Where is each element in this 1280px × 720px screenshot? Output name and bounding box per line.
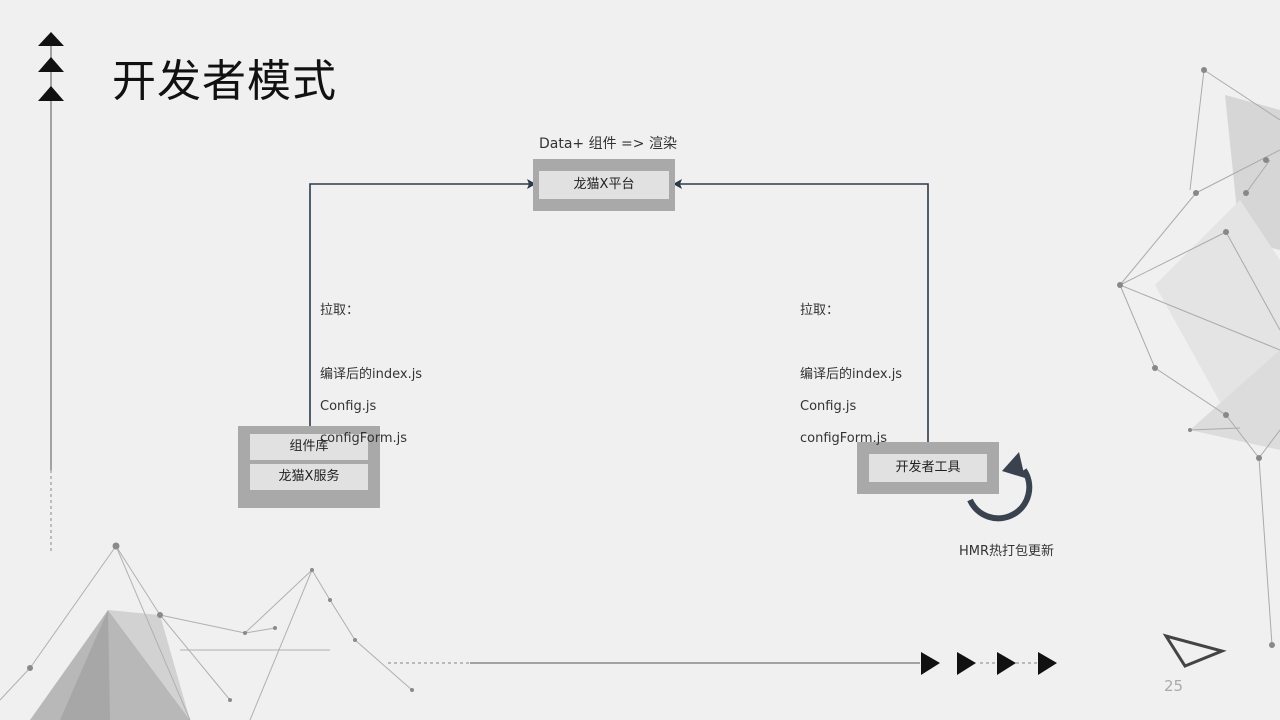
right-pull-note: 拉取： 编译后的index.js Config.js configForm.js — [800, 287, 902, 463]
note-file: 编译后的index.js — [800, 367, 902, 383]
right-arrow-icon — [1038, 652, 1057, 675]
platform-label: 龙猫X平台 — [539, 171, 669, 199]
right-arrow-icon — [997, 652, 1016, 675]
low-poly-network-right — [1117, 67, 1280, 648]
note-heading: 拉取： — [800, 303, 902, 319]
left-pull-note: 拉取： 编译后的index.js Config.js configForm.js — [320, 287, 422, 463]
note-file: configForm.js — [800, 431, 902, 447]
up-arrow-icon — [38, 86, 64, 101]
hmr-label: HMR热打包更新 — [959, 540, 1054, 559]
right-arrow-icon — [957, 652, 976, 675]
page-title: 开发者模式 — [112, 52, 337, 112]
note-file: Config.js — [800, 399, 902, 415]
diagram-caption: Data+ 组件 => 渲染 — [539, 133, 677, 153]
note-file: 编译后的index.js — [320, 367, 422, 383]
left-timeline-decoration — [38, 32, 64, 552]
bottom-timeline-decoration — [388, 652, 1057, 675]
note-heading: 拉取： — [320, 303, 422, 319]
platform-box: 龙猫X平台 — [533, 159, 675, 211]
note-file: Config.js — [320, 399, 422, 415]
page-number: 25 — [1164, 677, 1183, 695]
low-poly-network-bottom-left — [0, 543, 414, 720]
triangle-outline-icon — [1166, 636, 1222, 666]
library-item: 龙猫X服务 — [250, 464, 368, 490]
right-arrow-icon — [921, 652, 940, 675]
up-arrow-icon — [38, 32, 64, 46]
up-arrow-icon — [38, 57, 64, 72]
note-file: configForm.js — [320, 431, 422, 447]
